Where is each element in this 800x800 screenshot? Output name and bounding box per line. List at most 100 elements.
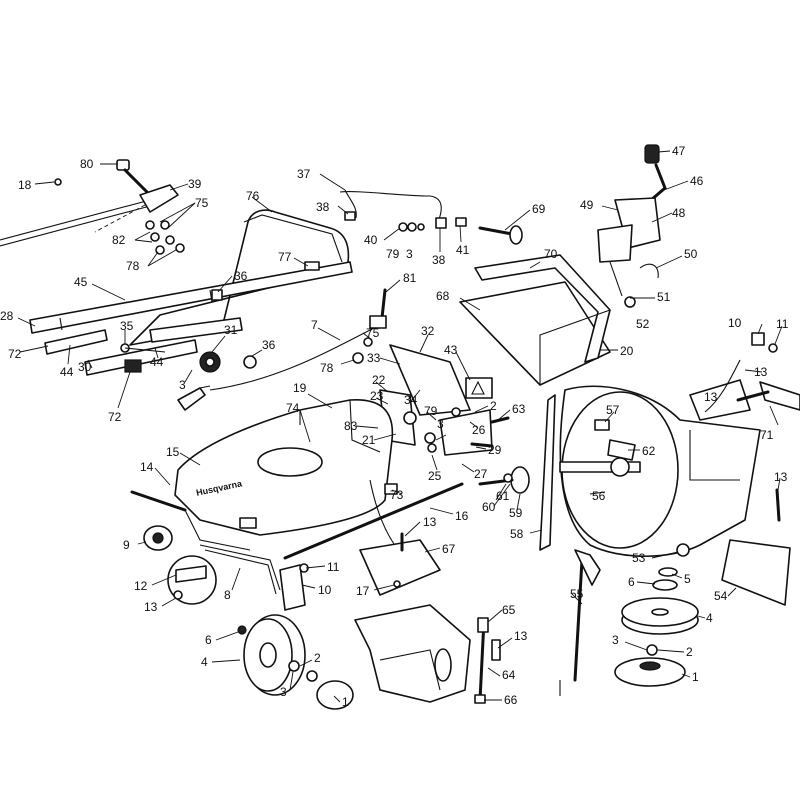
callout-50: 50	[684, 247, 698, 261]
callout-17: 17	[356, 584, 370, 598]
callout-1: 1	[342, 695, 349, 709]
callout-3: 3	[612, 633, 619, 647]
callout-66: 66	[504, 693, 518, 707]
callout-38: 38	[316, 200, 330, 214]
control-cable-18	[0, 178, 151, 247]
cutter-housing-56	[559, 385, 761, 557]
callout-7: 7	[311, 318, 318, 332]
callout-79: 79	[424, 404, 438, 418]
rear-axle-8	[199, 544, 309, 611]
knob-31	[120, 343, 221, 373]
fasteners-81-75-78	[352, 288, 387, 364]
callout-25: 25	[428, 469, 442, 483]
callout-22: 22	[372, 373, 386, 387]
upper-right-bracket	[689, 332, 800, 421]
drive-pulley-4	[614, 543, 699, 687]
callout-11: 11	[327, 560, 340, 574]
discharge-chute-67	[359, 532, 441, 596]
callout-5: 5	[684, 572, 691, 586]
callout-21: 21	[362, 433, 376, 447]
callout-30: 30	[78, 360, 92, 374]
callout-2: 2	[490, 399, 497, 413]
callout-20: 20	[620, 344, 634, 358]
callout-32: 32	[421, 324, 435, 338]
callout-80: 80	[80, 157, 94, 171]
side-plate-54	[721, 488, 791, 606]
rear-shield	[354, 604, 501, 704]
grass-catcher-68-70	[459, 254, 611, 386]
callout-26: 26	[472, 423, 486, 437]
callout-10: 10	[318, 583, 332, 597]
callout-38: 38	[432, 253, 446, 267]
callout-55: 55	[570, 587, 584, 601]
callout-35: 35	[120, 319, 134, 333]
callout-11: 11	[776, 317, 789, 331]
callout-82: 82	[112, 233, 126, 247]
callout-4: 4	[201, 655, 208, 669]
bracket-62	[607, 439, 636, 461]
callout-2: 2	[686, 645, 693, 659]
callout-52: 52	[636, 317, 650, 331]
callout-4: 4	[706, 611, 713, 625]
callout-14: 14	[140, 460, 154, 474]
callout-3: 3	[280, 685, 287, 699]
callout-69: 69	[532, 202, 546, 216]
leader-lines	[17, 150, 783, 703]
callout-61: 61	[496, 489, 510, 503]
callout-13: 13	[774, 470, 788, 484]
callout-23: 23	[370, 389, 384, 403]
callout-36: 36	[234, 269, 248, 283]
callout-13: 13	[514, 629, 528, 643]
callout-71: 71	[760, 428, 774, 442]
callout-72: 72	[8, 347, 22, 361]
rear-wheel-4	[237, 614, 354, 710]
callout-65: 65	[502, 603, 516, 617]
callout-68: 68	[436, 289, 450, 303]
callout-59: 59	[509, 506, 523, 520]
callout-13: 13	[144, 600, 158, 614]
callout-45: 45	[74, 275, 88, 289]
callout-53: 53	[632, 551, 646, 565]
callout-3: 3	[406, 247, 413, 261]
callout-13: 13	[754, 365, 768, 379]
callout-72: 72	[108, 410, 122, 424]
callout-39: 39	[188, 177, 202, 191]
callout-18: 18	[18, 178, 32, 192]
callout-63: 63	[512, 402, 526, 416]
callout-75: 75	[366, 326, 380, 340]
callout-41: 41	[456, 243, 470, 257]
callout-9: 9	[123, 538, 130, 552]
brake-cable-7	[177, 324, 381, 411]
blade-58	[478, 394, 556, 551]
callout-74: 74	[286, 401, 300, 415]
callout-77: 77	[278, 250, 292, 264]
callout-47: 47	[672, 144, 686, 158]
label-77	[304, 261, 320, 271]
callout-75: 75	[195, 196, 209, 210]
callout-70: 70	[544, 247, 558, 261]
callout-27: 27	[474, 467, 488, 481]
callout-67: 67	[442, 542, 456, 556]
throttle-lever-assembly	[94, 159, 185, 255]
callout-81: 81	[403, 271, 417, 285]
callout-3: 3	[179, 378, 186, 392]
drive-shaft-55	[559, 549, 601, 696]
callout-56: 56	[592, 489, 606, 503]
mower-deck-15: Husqvarna	[174, 399, 394, 536]
callout-15: 15	[166, 445, 180, 459]
callout-1: 1	[692, 670, 699, 684]
front-axle-assembly	[130, 490, 251, 605]
callout-33: 33	[367, 351, 381, 365]
callout-3: 3	[437, 417, 444, 431]
callout-83: 83	[344, 419, 358, 433]
callout-51: 51	[657, 290, 671, 304]
callout-29: 29	[488, 443, 502, 457]
callout-13: 13	[423, 515, 437, 529]
callout-31: 31	[224, 323, 238, 337]
callout-36: 36	[262, 338, 276, 352]
throttle-cable-37	[339, 189, 467, 232]
bolt-69	[478, 225, 523, 245]
bracket-57	[594, 419, 610, 431]
callout-19: 19	[293, 381, 307, 395]
